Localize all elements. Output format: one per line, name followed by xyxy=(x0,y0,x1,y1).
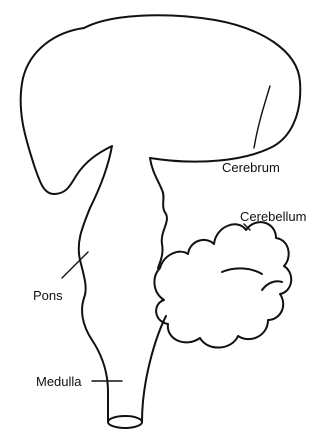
cerebellum-outline xyxy=(154,222,291,347)
cerebrum-leader-line xyxy=(254,86,270,148)
medulla-back-outline xyxy=(142,316,166,422)
cerebrum-left-outline xyxy=(21,28,112,298)
cerebellum-inner-fold-2 xyxy=(262,281,282,290)
pons-label: Pons xyxy=(33,288,63,303)
medulla-label: Medulla xyxy=(36,374,82,389)
cerebrum-outline xyxy=(84,15,300,161)
medulla-cut-end xyxy=(108,416,142,428)
cerebellum-inner-fold xyxy=(222,268,262,274)
brainstem-back-outline xyxy=(150,158,167,268)
brainstem-front-outline xyxy=(82,298,108,422)
cerebellum-label: Cerebellum xyxy=(240,209,306,224)
cerebrum-label: Cerebrum xyxy=(222,160,280,175)
